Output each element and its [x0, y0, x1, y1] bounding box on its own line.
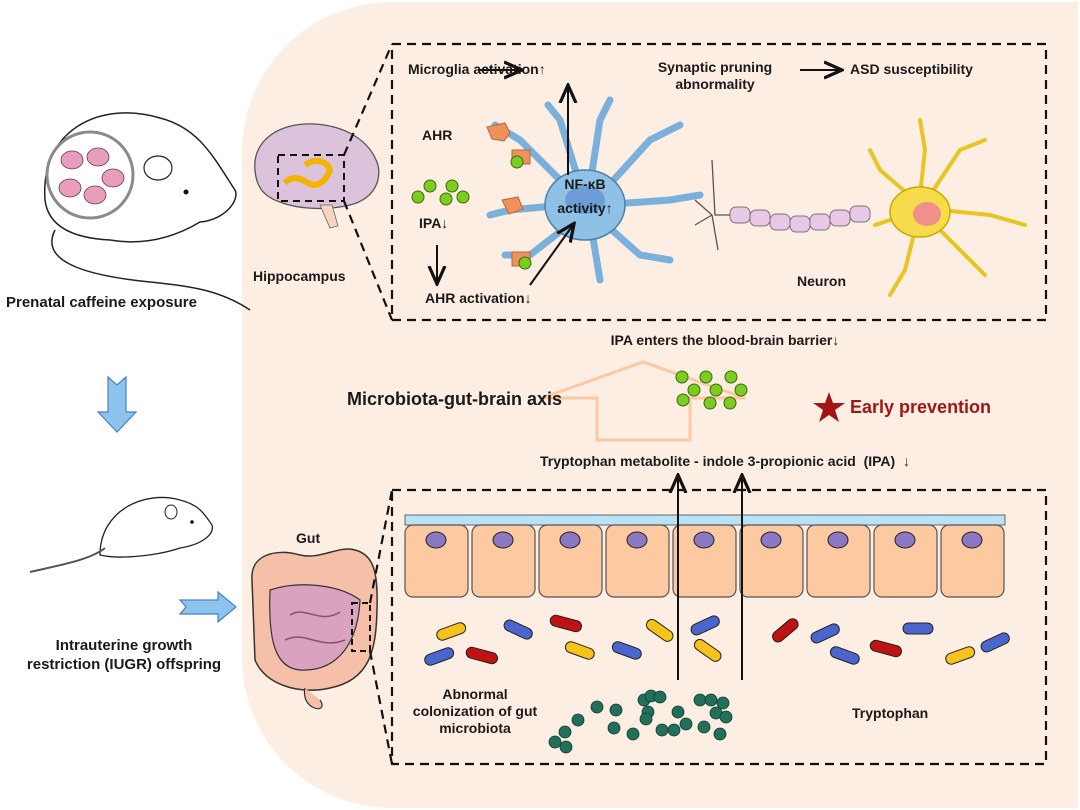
ipa-metabolite-label: Tryptophan metabolite - indole 3-propion… [540, 453, 910, 469]
tryptophan-molecules [548, 689, 733, 754]
tryptophan-label: Tryptophan [852, 705, 929, 721]
mouse-icon [29, 496, 213, 573]
epithelium-icon [404, 514, 1006, 598]
ahr-label: AHR [422, 127, 453, 143]
microbiota-line3: microbiota [439, 720, 511, 736]
brain-icon [254, 123, 380, 229]
ahr-activation-label: AHR activation↓ [425, 290, 532, 306]
neuron-icon [694, 118, 1027, 297]
nfkb-line1: NF-κB [564, 176, 606, 192]
bbb-label: IPA enters the blood-brain barrier↓ [610, 332, 840, 348]
microbiota-gut-brain-axis-label: Microbiota-gut-brain axis [347, 389, 563, 409]
up-block-arrow-icon [541, 360, 748, 442]
gut-detail-box [368, 488, 1048, 766]
microbiota-line2: colonization of gut [412, 703, 538, 719]
microbiota-colonization-label: Abnormal colonization of gut microbiota [405, 686, 545, 737]
asd-susceptibility-label: ASD susceptibility [850, 61, 973, 77]
nfkb-activity-label: NF-κB activity↑ [545, 172, 625, 220]
hippocampus-label: Hippocampus [253, 268, 346, 284]
neuron-label: Neuron [797, 273, 846, 289]
gut-label: Gut [296, 530, 321, 546]
iugr-label-line2: restriction (IUGR) offspring [26, 656, 222, 673]
early-prevention-label: Early prevention [850, 397, 992, 417]
synaptic-pruning-line1: Synaptic pruning [657, 59, 773, 75]
right-arrow-icon [178, 590, 237, 624]
ipa-molecules [411, 179, 470, 206]
pregnant-mouse-icon [44, 112, 251, 311]
absorption-arrows [678, 477, 742, 680]
prenatal-caffeine-label: Prenatal caffeine exposure [6, 294, 197, 311]
iugr-label-line1: Intrauterine growth [55, 637, 193, 654]
nfkb-line2: activity↑ [557, 200, 613, 216]
bacteria-icon [424, 614, 1010, 666]
gut-icon [251, 548, 378, 710]
iugr-label: Intrauterine growth restriction (IUGR) o… [14, 636, 234, 674]
synaptic-pruning-label: Synaptic pruning abnormality [630, 59, 800, 93]
microbiota-line1: Abnormal [442, 686, 508, 702]
down-arrow-icon [96, 375, 138, 433]
star-icon [813, 392, 845, 422]
ipa-label: IPA↓ [419, 215, 449, 231]
brain-detail-box [342, 42, 1048, 322]
synaptic-pruning-line2: abnormality [675, 76, 755, 92]
flow-arrows [437, 70, 840, 285]
microglia-activation-label: Microglia activation↑ [408, 61, 546, 77]
